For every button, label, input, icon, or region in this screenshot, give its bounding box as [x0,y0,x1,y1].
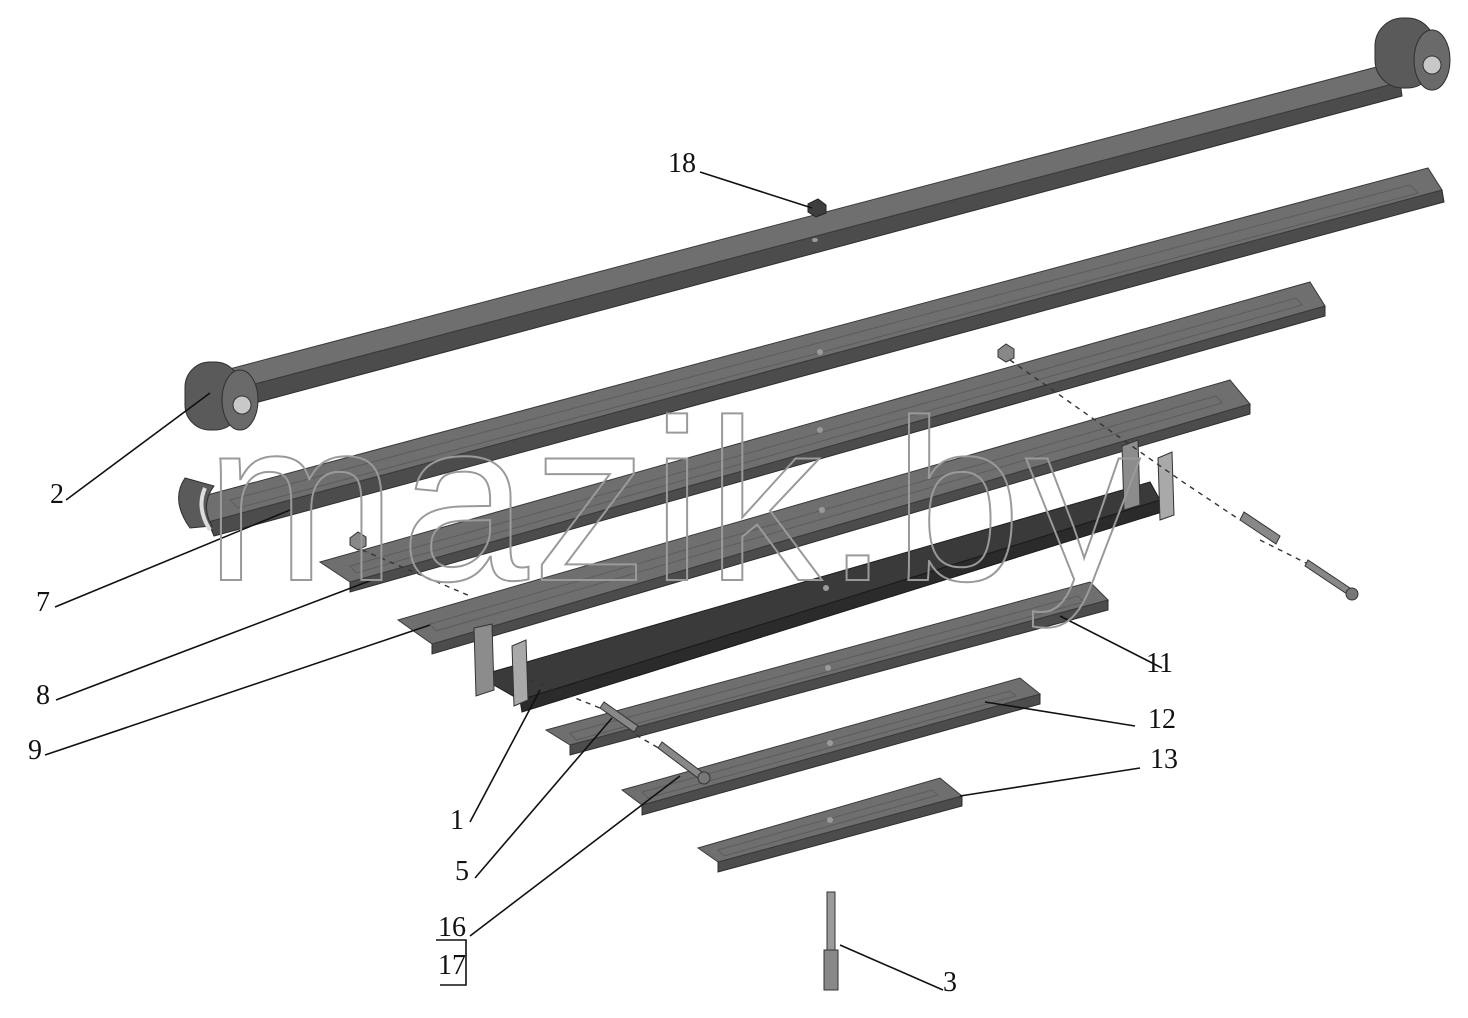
callout-7: 7 [36,587,50,618]
pin-5 [599,701,639,733]
nut-18 [807,198,827,218]
leader-lines [44,171,1163,991]
bolt-16 [657,741,711,785]
watermark: mazik.by [204,371,1144,630]
leaf-11 [544,581,1109,756]
callout-16: 16 [438,912,466,943]
main-leaf-eye-right [1374,17,1451,91]
main-leaf-eye-left [184,361,259,431]
callout-5: 5 [455,856,469,887]
callouts: 18 2 7 8 9 11 12 13 1 5 16 17 3 [28,148,1178,998]
nut-left [349,531,367,551]
leaf-13 [696,777,964,873]
callout-13: 13 [1150,744,1178,775]
callout-12: 12 [1148,704,1176,735]
leaf-8 [318,281,1326,593]
callout-9: 9 [28,735,42,766]
leaf-12 [620,677,1042,816]
callout-8: 8 [36,680,50,711]
leaf-7 [178,167,1445,537]
callout-17: 17 [438,950,466,981]
bracket-1 [473,439,1175,713]
callout-11: 11 [1146,648,1173,679]
callout-2: 2 [50,479,64,510]
callout-3: 3 [943,967,957,998]
center-bolt-3 [823,891,839,991]
leaf-9 [396,379,1251,655]
watermark-text: mazik.by [205,372,1144,629]
callout-18: 18 [668,148,696,179]
callout-1: 1 [450,805,464,836]
pin-right [1239,511,1281,545]
nut-right [997,343,1015,363]
bolt-right [1304,559,1359,601]
